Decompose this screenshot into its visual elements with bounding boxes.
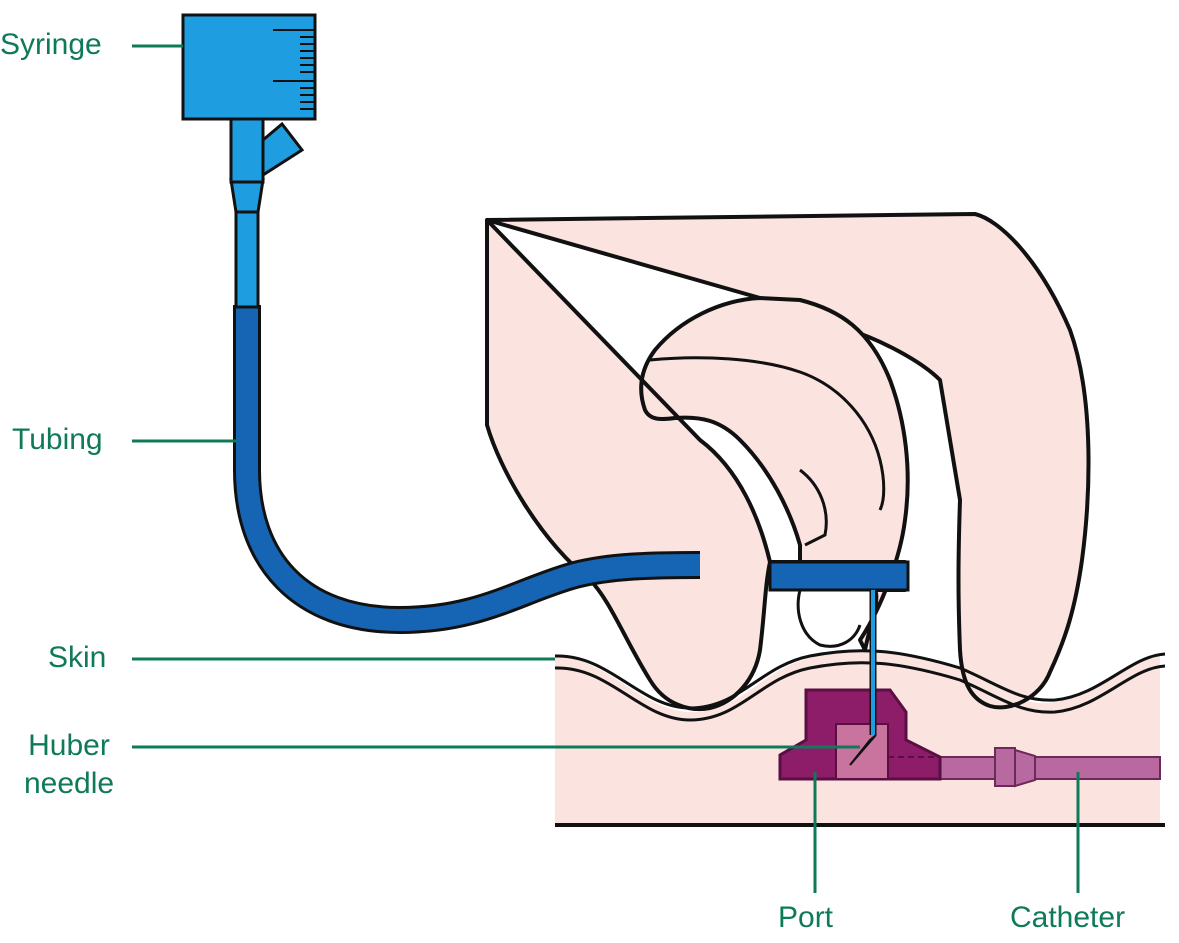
label-syringe: Syringe — [0, 28, 102, 61]
finger-crease-lower — [799, 468, 828, 547]
label-huber-needle: Huber needle — [24, 727, 114, 803]
syringe-side-port — [261, 121, 305, 178]
tubing-upper — [234, 208, 260, 309]
hand-fingers — [485, 218, 910, 711]
finger-crease-upper — [649, 356, 886, 511]
label-skin: Skin — [48, 641, 107, 674]
catheter-taper — [1014, 748, 1036, 788]
syringe-barrel — [181, 13, 317, 121]
tubing-fill — [236, 305, 701, 632]
label-catheter: Catheter — [1010, 901, 1126, 934]
label-huber-line1: Huber — [28, 729, 110, 762]
label-huber-line2: needle — [24, 767, 115, 800]
label-tubing: Tubing — [12, 423, 103, 456]
catheter-tube — [939, 756, 1161, 780]
needle-hub — [768, 560, 910, 592]
skin-surface-outer — [554, 649, 1166, 710]
syringe-graduations — [273, 29, 315, 110]
syringe-neck — [229, 116, 265, 184]
needle-bevel-tip — [849, 734, 877, 766]
hand-back — [485, 212, 1091, 710]
finger-tip-under — [796, 589, 862, 648]
catheter-connector — [994, 747, 1016, 787]
syringe-taper — [229, 178, 265, 214]
label-port: Port — [778, 901, 834, 934]
skin-surface-inner — [554, 661, 1166, 722]
